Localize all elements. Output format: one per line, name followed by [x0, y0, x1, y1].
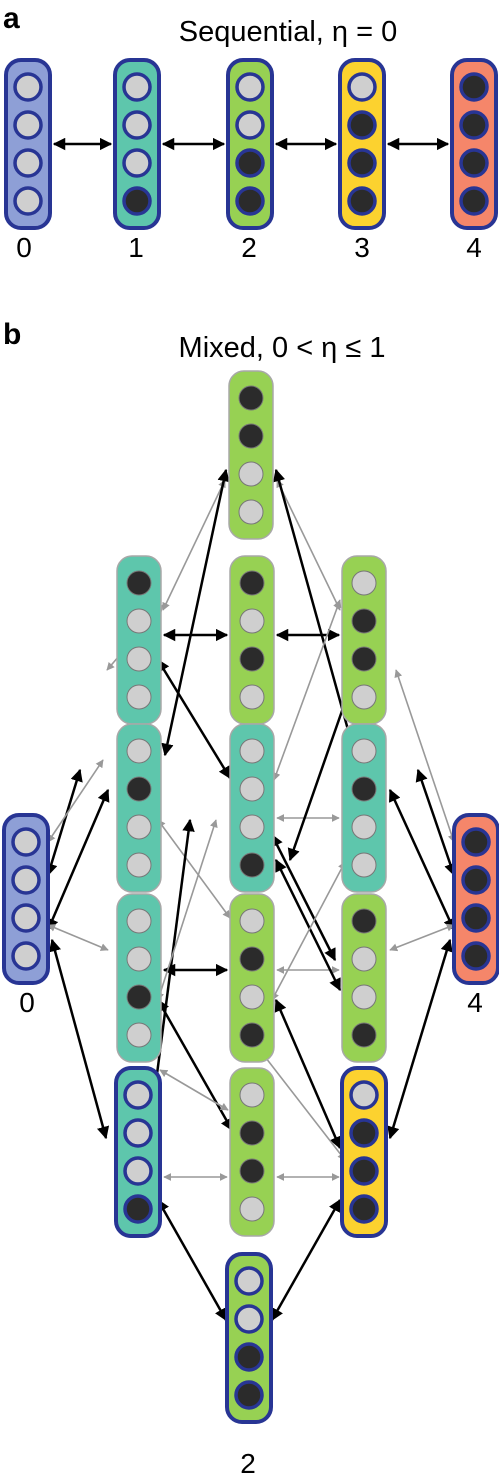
panel-a-title: Sequential, η = 0: [179, 16, 397, 48]
panel-b-arrow-21: [156, 658, 232, 780]
panel-b-label-4: 4: [467, 987, 483, 1018]
panel-a-node-3: [338, 58, 386, 230]
panel-b-arrow-12: [47, 759, 104, 843]
panel-a-node-0: [4, 58, 52, 230]
panel-b-arrow-7: [162, 479, 226, 611]
panel-b-arrow-11: [45, 768, 83, 877]
state-nodes: [2, 58, 499, 1424]
panel-b-node-t1: [116, 555, 162, 725]
panel-b-node-n3: [340, 1066, 388, 1238]
panel-b-node-u2: [229, 723, 275, 893]
panel-b-arrow-31: [271, 861, 346, 1001]
panel-a-node-2: [226, 58, 274, 230]
panel-a-label-1: 1: [128, 232, 144, 263]
panel-b-arrow-23: [157, 819, 231, 919]
panel-b-title: Mixed, 0 < η ≤ 1: [179, 332, 386, 364]
panel-b-arrow-13: [46, 788, 110, 932]
panel-b-node-v3: [341, 893, 387, 1063]
panel-b-arrow-32: [156, 819, 218, 1001]
panel-a-node-4: [450, 58, 498, 230]
panel-a-label-0: 0: [16, 232, 32, 263]
panel-b-node-top: [228, 370, 274, 540]
panel-a-label-2: 2: [241, 232, 257, 263]
panel-a-label-4: 4: [466, 232, 482, 263]
panel-b-arrow-24: [156, 998, 234, 1132]
panel-b-node-n0: [2, 813, 50, 985]
panel-b-arrow-26: [272, 599, 342, 781]
panel-b-node-t2: [229, 555, 275, 725]
panel-b-node-t3: [341, 555, 387, 725]
panel-b-node-u1: [116, 723, 162, 893]
panel-b-arrow-19: [389, 923, 455, 952]
panel-b-label-2: 2: [240, 1448, 256, 1479]
panel-b-label-0: 0: [19, 987, 35, 1018]
panel-b-node-n1: [114, 1066, 162, 1238]
transition-arrows: [45, 137, 457, 1322]
panel-b-arrow-17: [394, 669, 456, 843]
panel-b-node-v1: [116, 893, 162, 1063]
panel-b-arrow-18: [388, 788, 456, 932]
panel-b-node-n4: [452, 813, 499, 985]
panel-b-letter: b: [3, 318, 21, 351]
panel-b-node-u3: [341, 723, 387, 893]
panel-a-node-1: [113, 58, 161, 230]
panel-b-arrow-33: [156, 1198, 228, 1322]
panel-b-arrow-20: [387, 938, 453, 1140]
panel-b-arrow-9: [161, 468, 230, 757]
panel-b-arrow-36: [159, 1069, 229, 1111]
panel-b-arrow-30: [274, 998, 342, 1150]
panel-a-letter: a: [3, 2, 20, 35]
panel-b-arrow-14: [47, 924, 109, 951]
panel-b-node-n2: [225, 1252, 273, 1424]
panel-b-node-w2: [229, 1067, 275, 1237]
panel-a-label-3: 3: [354, 232, 370, 263]
panel-b-arrow-15: [48, 938, 110, 1140]
panel-b-node-v2: [229, 893, 275, 1063]
panel-b-arrow-16: [415, 768, 457, 877]
panel-b-arrow-34: [270, 1198, 342, 1322]
